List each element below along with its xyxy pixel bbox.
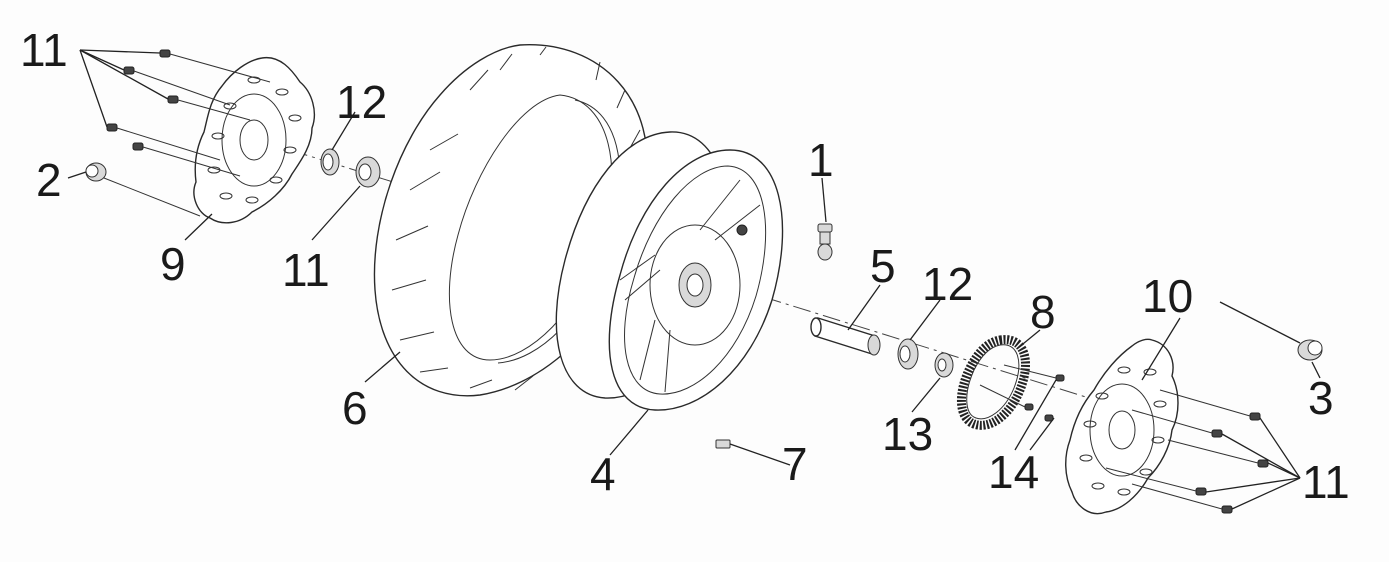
right-axle-cap <box>1297 339 1323 361</box>
left-disc-bolts <box>106 49 271 177</box>
left-axle-cap <box>85 162 201 217</box>
callout-2: 2 <box>36 154 62 206</box>
callout-5: 5 <box>870 240 896 292</box>
callout-12-right: 12 <box>922 258 973 310</box>
callout-13: 13 <box>882 408 933 460</box>
callout-6: 6 <box>342 382 368 434</box>
valve-stem <box>817 223 833 261</box>
left-brake-disc <box>193 56 316 224</box>
callout-12-left: 12 <box>336 76 387 128</box>
left-seal <box>320 148 340 176</box>
ring-screws <box>979 364 1065 422</box>
callout-4: 4 <box>590 448 616 500</box>
callout-9: 9 <box>160 238 186 290</box>
spacer <box>810 317 881 356</box>
callout-10: 10 <box>1142 270 1193 322</box>
left-bearing <box>355 156 381 188</box>
right-brake-disc <box>1065 338 1179 515</box>
sensor-ring <box>956 335 1030 430</box>
callout-14: 14 <box>988 446 1039 498</box>
right-disc-bolts <box>1105 389 1269 514</box>
callout-11-top-left: 11 <box>20 24 68 76</box>
rim <box>555 131 784 411</box>
callout-labels: 11 2 9 12 11 6 4 1 5 12 13 8 7 10 3 14 1… <box>20 24 1350 508</box>
callout-7: 7 <box>782 438 808 490</box>
leader-lines <box>67 49 1321 510</box>
axle-centerline <box>289 149 1161 421</box>
callout-11-bearing: 11 <box>282 244 330 296</box>
callout-3: 3 <box>1308 372 1334 424</box>
callout-8: 8 <box>1030 286 1056 338</box>
callout-1: 1 <box>808 134 834 186</box>
callout-11-right: 11 <box>1302 456 1350 508</box>
clip <box>715 439 731 449</box>
right-seal <box>897 338 919 370</box>
washer <box>934 352 954 378</box>
